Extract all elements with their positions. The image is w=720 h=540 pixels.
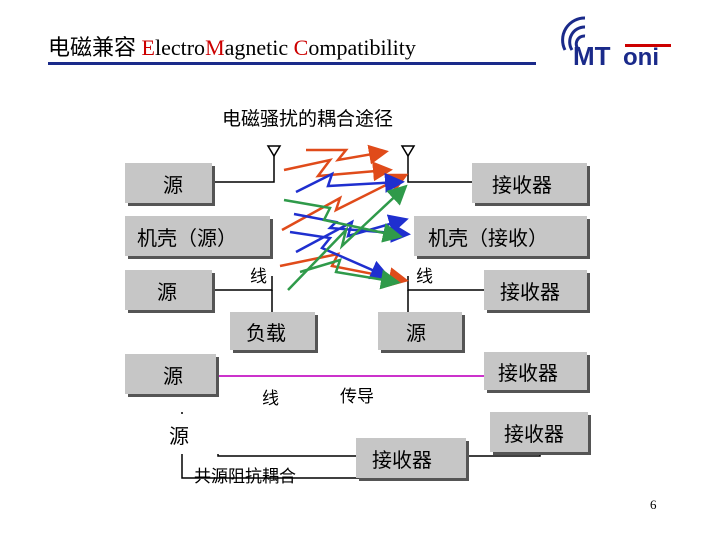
red-arrow-2 bbox=[283, 158, 393, 182]
box-receiver-4: 接收器 bbox=[490, 412, 588, 452]
green-arrow-1 bbox=[283, 198, 403, 243]
label-line-right: 线 bbox=[416, 267, 433, 287]
label-line-mid: 线 bbox=[262, 389, 279, 409]
box-receiver-3: 接收器 bbox=[484, 352, 587, 390]
slide-title: 电磁兼容 ElectroMagnetic Compatibility bbox=[48, 35, 416, 60]
blue-arrow-4 bbox=[295, 214, 409, 254]
box-source-4: 源 bbox=[125, 354, 216, 394]
svg-text:oni: oni bbox=[623, 44, 659, 71]
label-line-left: 线 bbox=[250, 267, 267, 287]
blue-arrow-1 bbox=[295, 171, 405, 194]
mtoni-logo: MT oni bbox=[561, 16, 671, 71]
box-load: 负载 bbox=[230, 312, 315, 350]
box-source-2: 源 bbox=[125, 270, 212, 310]
diagram-subtitle: 电磁骚扰的耦合途径 bbox=[222, 108, 394, 130]
label-conduction: 传导 bbox=[340, 387, 374, 407]
title-underline bbox=[48, 62, 536, 65]
page-number: 6 bbox=[650, 497, 657, 512]
box-receiver-5: 接收器 bbox=[356, 438, 466, 478]
red-arrow-4 bbox=[279, 252, 409, 287]
antenna-left bbox=[266, 145, 282, 158]
green-arrow-3 bbox=[299, 258, 401, 290]
box-source-3: 源 bbox=[378, 312, 462, 350]
antenna-right bbox=[400, 145, 416, 158]
box-receiver-2: 接收器 bbox=[484, 270, 587, 310]
box-chassis-source: 机壳（源） bbox=[125, 216, 270, 256]
wire-source1 bbox=[212, 156, 275, 183]
red-arrow-1 bbox=[306, 144, 389, 165]
green-arrow-2 bbox=[287, 184, 408, 291]
box-chassis-receive: 机壳（接收） bbox=[414, 216, 587, 256]
box-source-1: 源 bbox=[125, 163, 212, 203]
red-arrow-3 bbox=[281, 173, 409, 232]
logo-text: MT bbox=[573, 41, 611, 71]
blue-arrow-3 bbox=[289, 230, 391, 280]
box-receiver-1: 接收器 bbox=[472, 163, 587, 203]
label-common-impedance: 共源阻抗耦合 bbox=[194, 467, 296, 487]
wire-receiver1 bbox=[407, 156, 472, 183]
